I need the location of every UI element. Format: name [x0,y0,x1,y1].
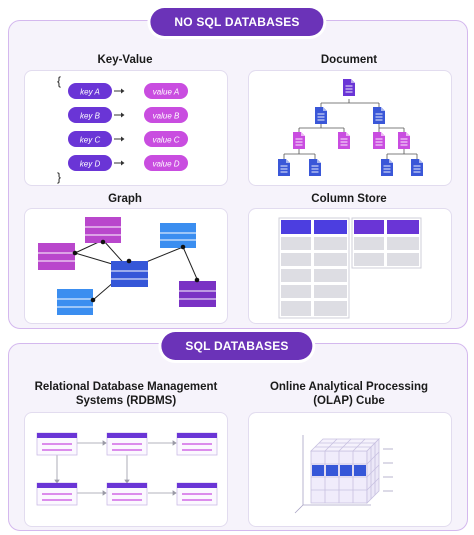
table-icon [106,482,148,506]
key-label: key B [80,112,101,121]
key-label: key C [80,136,101,145]
document-icon [397,131,411,150]
value-label: value D [152,160,179,169]
relation-arrows [54,440,177,496]
document-icon [372,106,386,125]
document-icon [277,158,291,177]
graph-edge-dots [72,239,200,303]
open-brace: { [57,74,61,88]
document-icon [410,158,424,177]
column-store-panel [248,208,452,324]
graph-node [111,261,148,287]
rdbms-caption: Relational Database Management Systems (… [34,381,218,407]
kv-row: key B value B [68,107,188,123]
olap-caption: Online Analytical Processing (OLAP) Cube [269,381,429,407]
key-pill [68,155,112,171]
value-pill [144,83,188,99]
rdbms-panel [24,412,228,527]
graph-diagram [38,217,216,315]
table-icon [106,432,148,456]
graph-node [160,223,196,248]
column-table-large [278,217,350,319]
tree-connectors [283,99,418,159]
key-label: key A [80,88,100,97]
olap-cube-diagram [294,435,393,514]
document-icon [372,131,386,150]
document-icon [308,158,322,177]
graph-node [179,281,216,307]
column-store-caption: Column Store [311,193,387,205]
value-pill [144,107,188,123]
value-label: value C [152,136,179,145]
key-value-caption: Key-Value [97,54,153,66]
column-table-small [351,217,422,269]
key-value-panel: { key A value A key B value B key C valu… [24,70,228,186]
table-icon [36,482,78,506]
olap-panel [248,412,452,527]
column-store-diagram [278,217,422,319]
close-brace: } [57,170,61,184]
value-pill [144,131,188,147]
document-icon [380,158,394,177]
key-label: key D [80,160,101,169]
document-caption: Document [320,54,378,66]
graph-node [38,243,75,270]
table-icon [36,432,78,456]
graph-node [85,217,121,243]
kv-row: key A value A [68,83,188,99]
document-tree-diagram [277,78,424,177]
document-icon [337,131,351,150]
value-label: value B [153,112,180,121]
value-label: value A [153,88,179,97]
graph-node [57,289,93,315]
value-pill [144,155,188,171]
key-pill [68,107,112,123]
nosql-title: NO SQL DATABASES [150,8,324,36]
rdbms-diagram [36,432,218,506]
highlighted-slice [312,465,366,476]
kv-row: key C value C [68,131,188,147]
table-icon [176,482,218,506]
key-value-diagram: { key A value A key B value B key C valu… [57,74,188,184]
key-pill [68,131,112,147]
document-panel [248,70,452,186]
cube-grid [310,438,380,504]
cube-axes [294,435,393,514]
sql-title: SQL DATABASES [161,332,313,360]
key-pill [68,83,112,99]
table-icon [176,432,218,456]
document-icon [292,131,306,150]
kv-row: key D value D [68,155,188,171]
document-icon [342,78,356,97]
graph-panel [24,208,228,324]
graph-caption: Graph [108,193,142,205]
document-icon [314,106,328,125]
